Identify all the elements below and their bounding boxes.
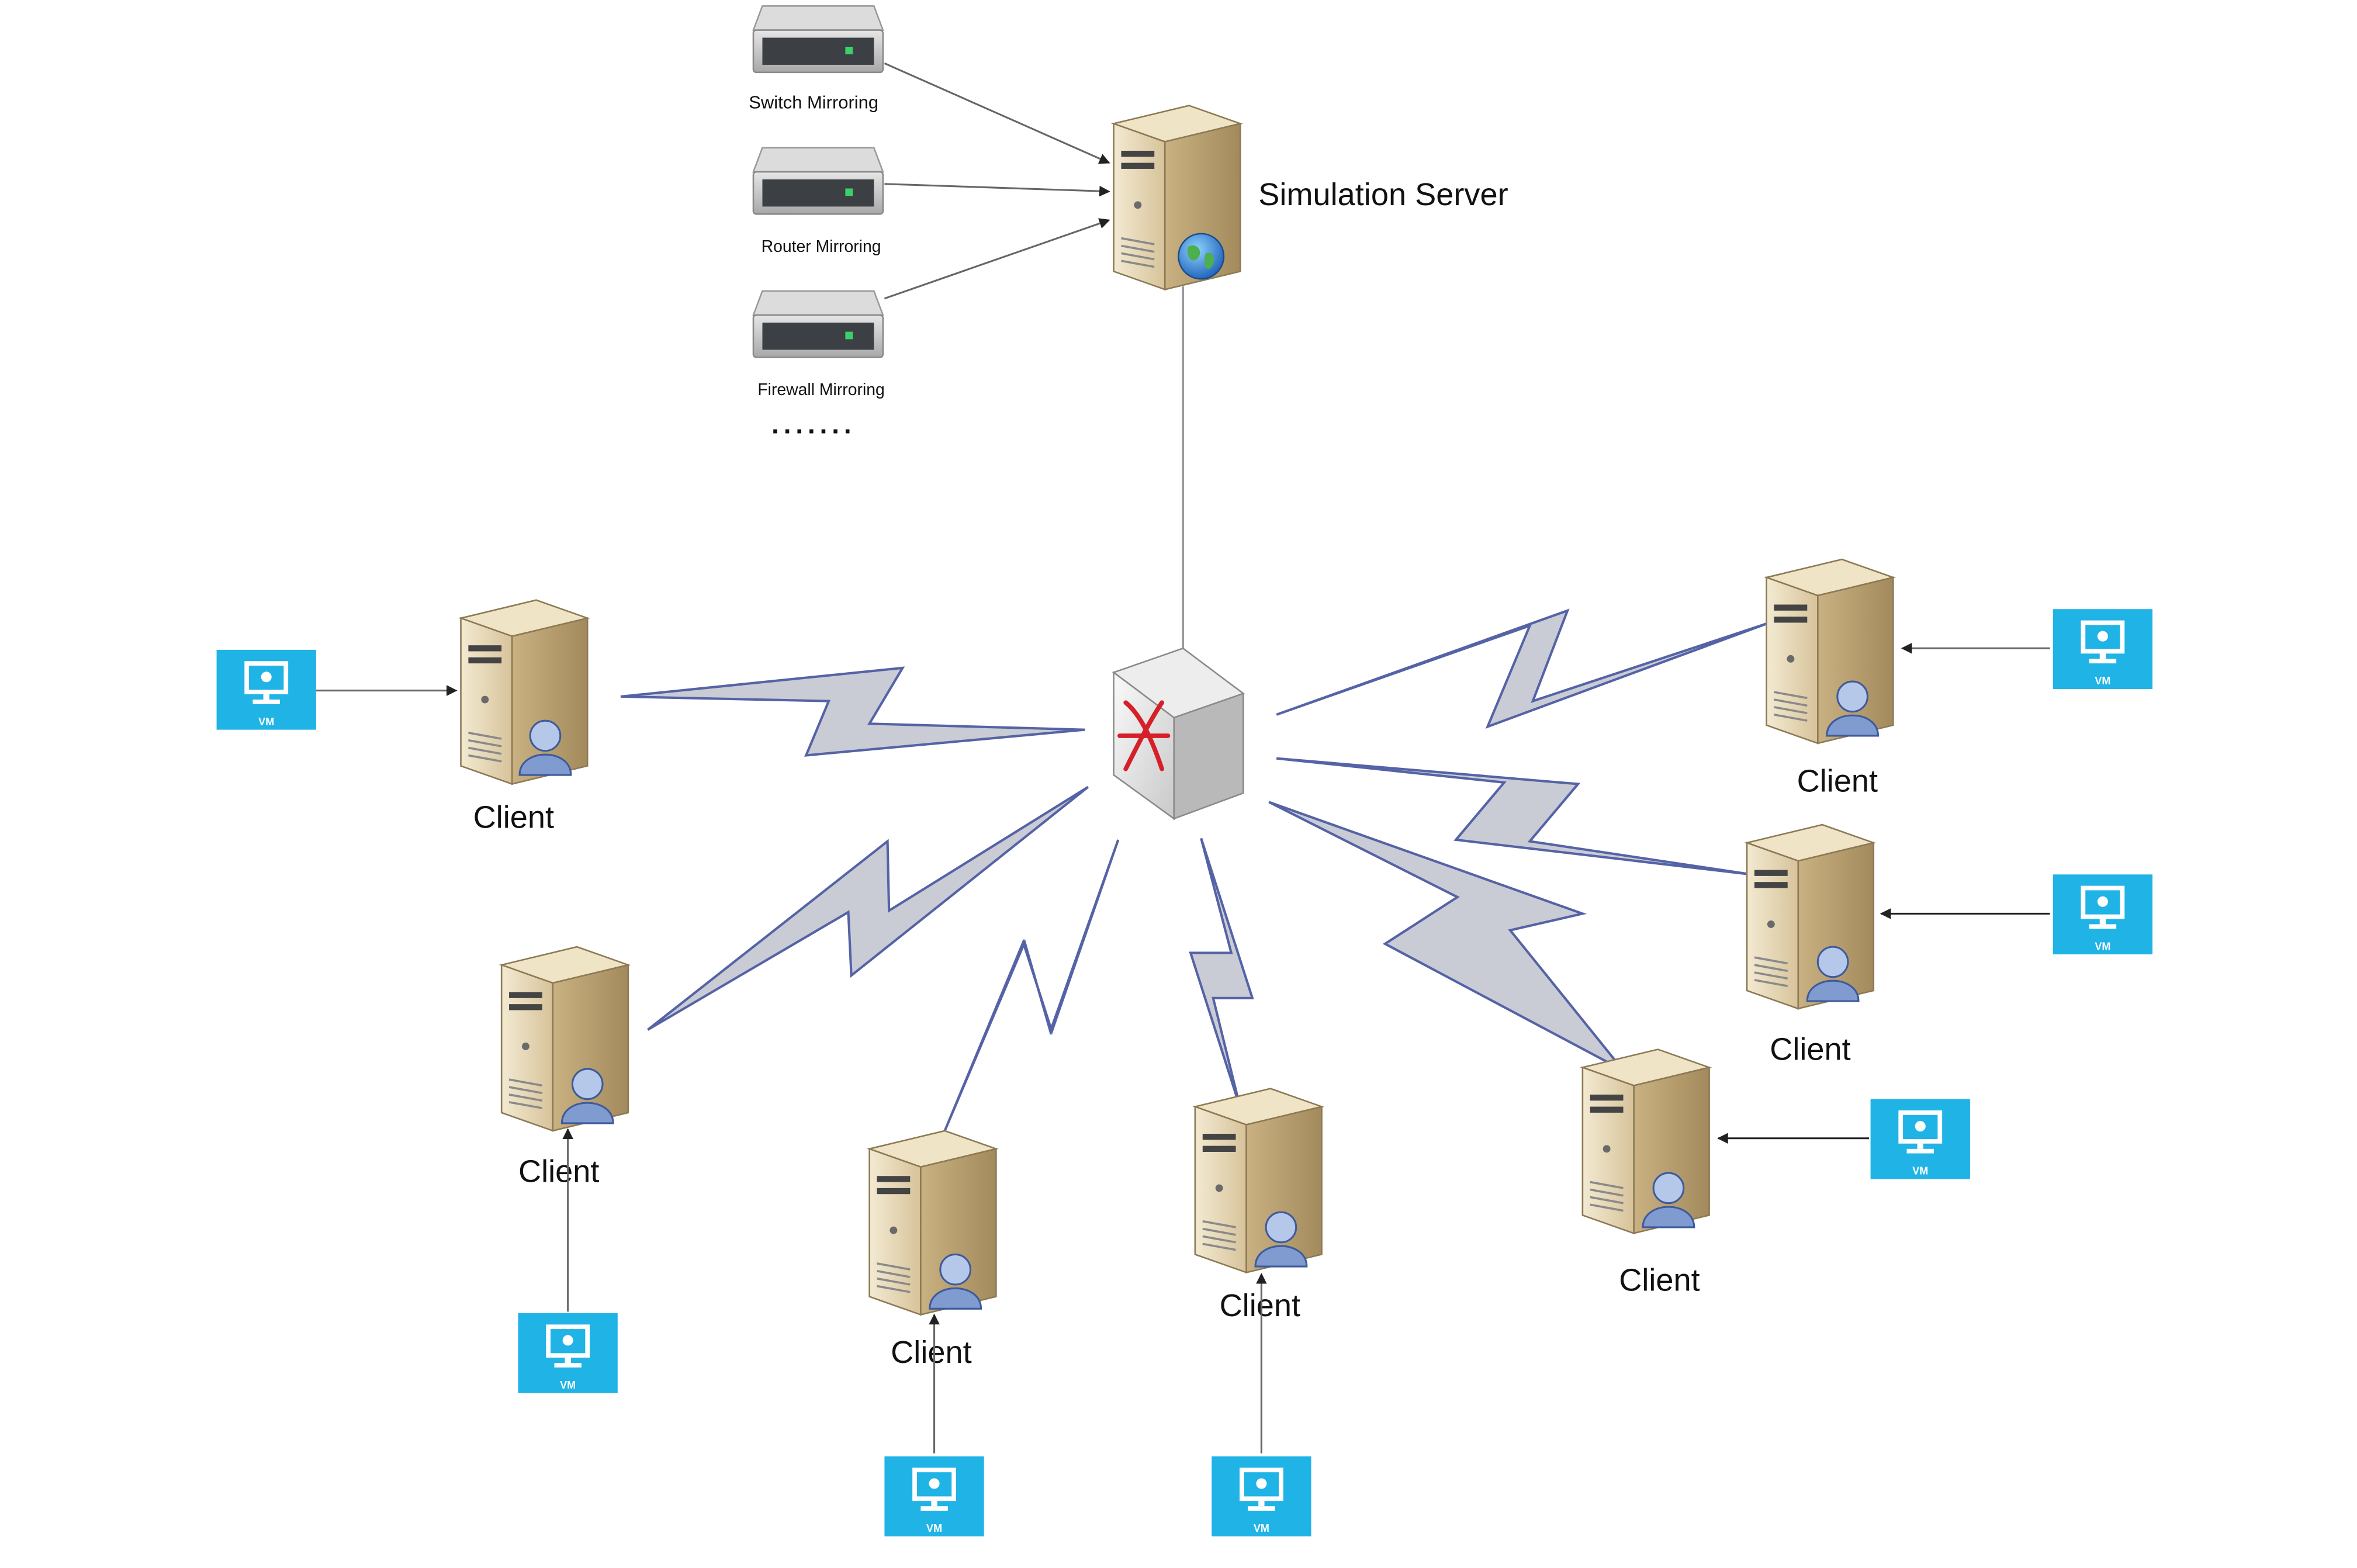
mirror-device-router: Router Mirroring — [752, 147, 884, 256]
mirror-device-icon — [752, 5, 884, 74]
client-bottom-1: Client — [868, 1130, 998, 1370]
mirror-device-switch: Switch Mirroring — [749, 5, 884, 113]
vm-badge: VM — [1254, 1522, 1269, 1534]
vm-badge: VM — [926, 1522, 942, 1534]
client-label: Client — [518, 1154, 599, 1189]
client-server-icon — [1765, 558, 1895, 745]
core-switch — [1112, 647, 1245, 821]
client-right-1: Client — [1765, 558, 1895, 798]
vm-badge: VM — [2095, 675, 2110, 687]
client-lower-left: Client — [500, 946, 629, 1189]
mirror-device-firewall: Firewall Mirroring — [752, 290, 885, 399]
client-server-icon — [1746, 823, 1875, 1010]
vm-badge: VM — [2095, 940, 2110, 952]
vm-left: VM — [217, 650, 316, 730]
mirror-label: Firewall Mirroring — [757, 380, 884, 399]
link-left-client — [620, 666, 1085, 757]
link-lower-right-client — [1268, 801, 1625, 1072]
client-label: Client — [1770, 1032, 1850, 1067]
client-label: Client — [1797, 763, 1878, 798]
client-bottom-2: Client — [1194, 1087, 1323, 1323]
router-mirror-arrow — [884, 183, 1110, 197]
client-label: Client — [1619, 1262, 1700, 1297]
vm-badge: VM — [258, 716, 274, 728]
link-right-2-client — [1276, 757, 1752, 876]
mirror-label: Switch Mirroring — [749, 92, 878, 113]
link-right-1-client — [1276, 608, 1770, 729]
link-bottom-1-client — [943, 839, 1120, 1131]
simulation-server-label: Simulation Server — [1258, 177, 1508, 212]
client-left: Client — [459, 598, 589, 835]
link-bottom-2-client — [1189, 837, 1254, 1109]
client-server-icon — [1194, 1087, 1323, 1274]
crossed-arrows-icon — [1117, 700, 1171, 771]
mirror-device-icon — [752, 290, 884, 358]
vm-bottom-1: VM — [884, 1456, 984, 1536]
vm-lower-left: VM — [518, 1313, 618, 1393]
mirror-arrows — [884, 62, 1110, 300]
client-label: Client — [473, 799, 554, 835]
client-server-icon — [1581, 1048, 1711, 1235]
vm-arrows — [316, 643, 2050, 1453]
client-server-icon — [500, 946, 629, 1132]
client-lower-right: Client — [1581, 1048, 1711, 1297]
client-label: Client — [891, 1335, 971, 1370]
client-server-icon — [459, 598, 589, 785]
mirror-label: Router Mirroring — [762, 237, 881, 256]
simulation-server — [1112, 104, 1242, 291]
mirror-device-icon — [752, 147, 884, 215]
vm-lower-right: VM — [1871, 1099, 1970, 1179]
globe-icon — [1178, 233, 1225, 280]
link-lower-left-client — [647, 785, 1089, 1031]
switch-mirror-arrow — [884, 62, 1110, 164]
vm-badge: VM — [1912, 1165, 1928, 1177]
client-server-icon — [868, 1130, 998, 1316]
vm-right-2: VM — [2053, 874, 2152, 954]
more-devices-ellipsis: ······· — [771, 416, 856, 446]
vm-bottom-2: VM — [1212, 1456, 1311, 1536]
client-label: Client — [1220, 1288, 1300, 1323]
firewall-mirror-arrow — [884, 218, 1110, 300]
vm-badge: VM — [560, 1379, 576, 1391]
vm-right-1: VM — [2053, 609, 2152, 689]
client-right-2: Client — [1746, 823, 1875, 1067]
